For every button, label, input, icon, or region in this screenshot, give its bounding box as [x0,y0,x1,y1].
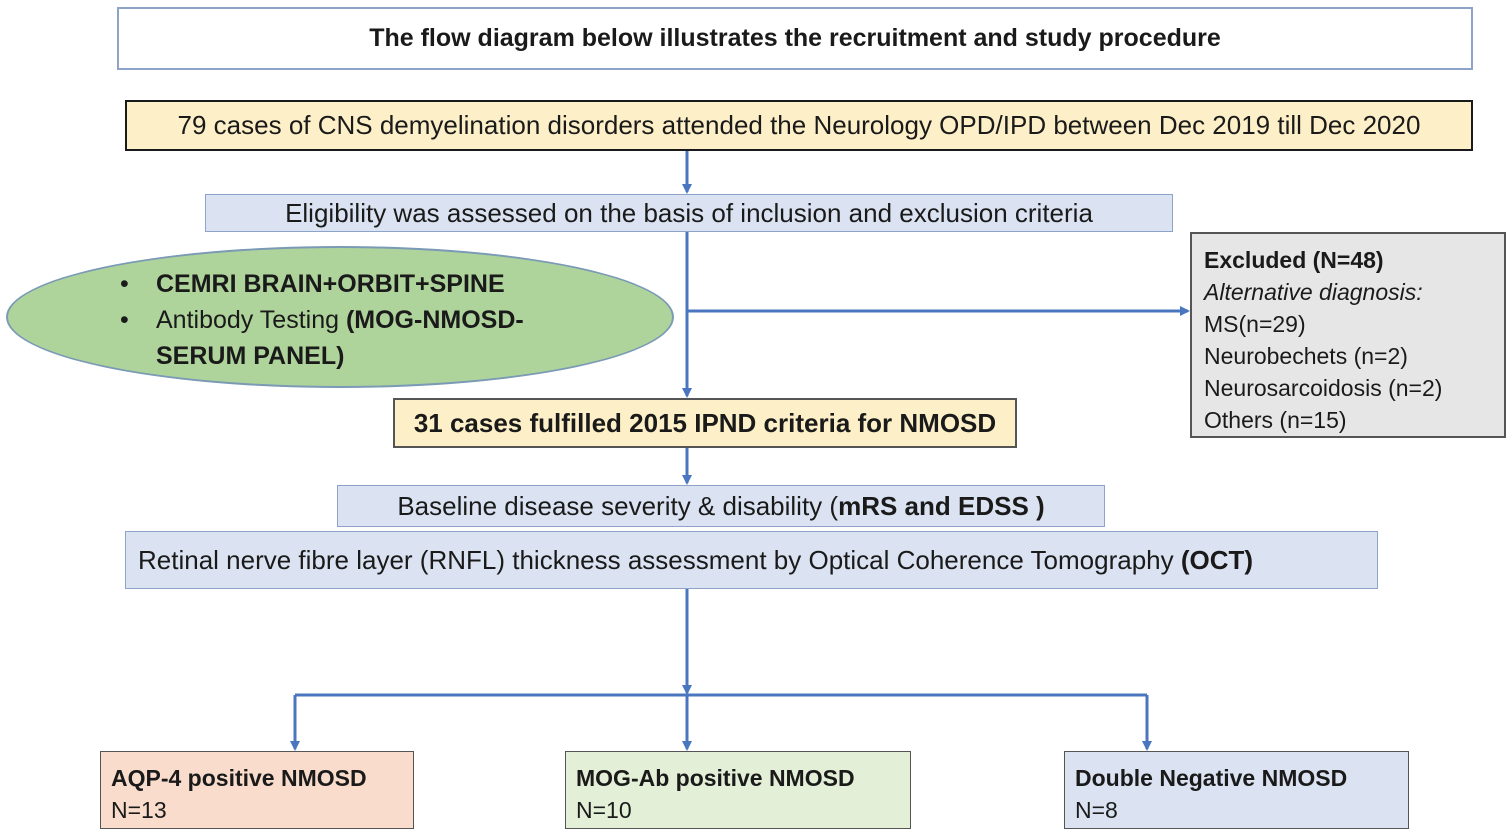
step-total-cases-text: 79 cases of CNS demyelination disorders … [177,110,1421,140]
group-count: N=10 [576,797,632,823]
step-baseline-text: Baseline disease severity & disability ( [397,490,839,521]
step-oct: Retinal nerve fibre layer (RNFL) thickne… [125,531,1378,589]
step-baseline: Baseline disease severity & disability (… [337,485,1105,527]
investigation-mri: CEMRI BRAIN+ORBIT+SPINE [156,270,505,298]
excluded-box: Excluded (N=48) Alternative diagnosis: M… [1190,232,1506,438]
investigations-list: • CEMRI BRAIN+ORBIT+SPINE • Antibody Tes… [118,266,524,374]
group-mog: MOG-Ab positive NMOSD N=10 [565,751,911,829]
group-count: N=13 [111,797,167,823]
excluded-item: Neurobechets (n=2) [1204,343,1408,369]
group-label: AQP-4 positive NMOSD [111,765,367,791]
investigations-oval: • CEMRI BRAIN+ORBIT+SPINE • Antibody Tes… [6,246,674,388]
step-oct-abbrev: (OCT) [1180,544,1254,575]
group-label: Double Negative NMOSD [1075,765,1348,791]
step-baseline-scales: mRS and EDSS ) [838,490,1045,521]
step-nmosd-cases-text: 31 cases fulfilled 2015 IPND criteria fo… [413,407,997,438]
excluded-subheading: Alternative diagnosis: [1204,279,1423,305]
step-oct-text: Retinal nerve fibre layer (RNFL) thickne… [138,544,1181,575]
investigation-item: • Antibody Testing (MOG-NMOSD- SERUM PAN… [118,302,524,374]
excluded-heading: Excluded (N=48) [1204,247,1384,273]
investigation-item: • CEMRI BRAIN+ORBIT+SPINE [118,266,524,302]
step-eligibility-text: Eligibility was assessed on the basis of… [285,197,1093,228]
excluded-item: Neurosarcoidosis (n=2) [1204,375,1443,401]
group-aqp4: AQP-4 positive NMOSD N=13 [100,751,414,829]
investigation-antibody-panel-cont: SERUM PANEL) [156,342,345,370]
excluded-item: MS(n=29) [1204,311,1306,337]
investigation-antibody-panel: (MOG-NMOSD- [345,306,524,334]
step-nmosd-cases: 31 cases fulfilled 2015 IPND criteria fo… [393,398,1017,448]
step-eligibility: Eligibility was assessed on the basis of… [205,194,1173,232]
group-count: N=8 [1075,797,1118,823]
diagram-title: The flow diagram below illustrates the r… [369,24,1221,52]
bullet-icon: • [120,306,129,334]
bullet-icon: • [120,270,129,298]
step-total-cases: 79 cases of CNS demyelination disorders … [125,100,1473,151]
investigation-antibody: Antibody Testing [156,306,346,334]
group-label: MOG-Ab positive NMOSD [576,765,855,791]
excluded-item: Others (n=15) [1204,407,1347,433]
group-double-negative: Double Negative NMOSD N=8 [1064,751,1409,829]
diagram-title-box: The flow diagram below illustrates the r… [117,7,1473,70]
